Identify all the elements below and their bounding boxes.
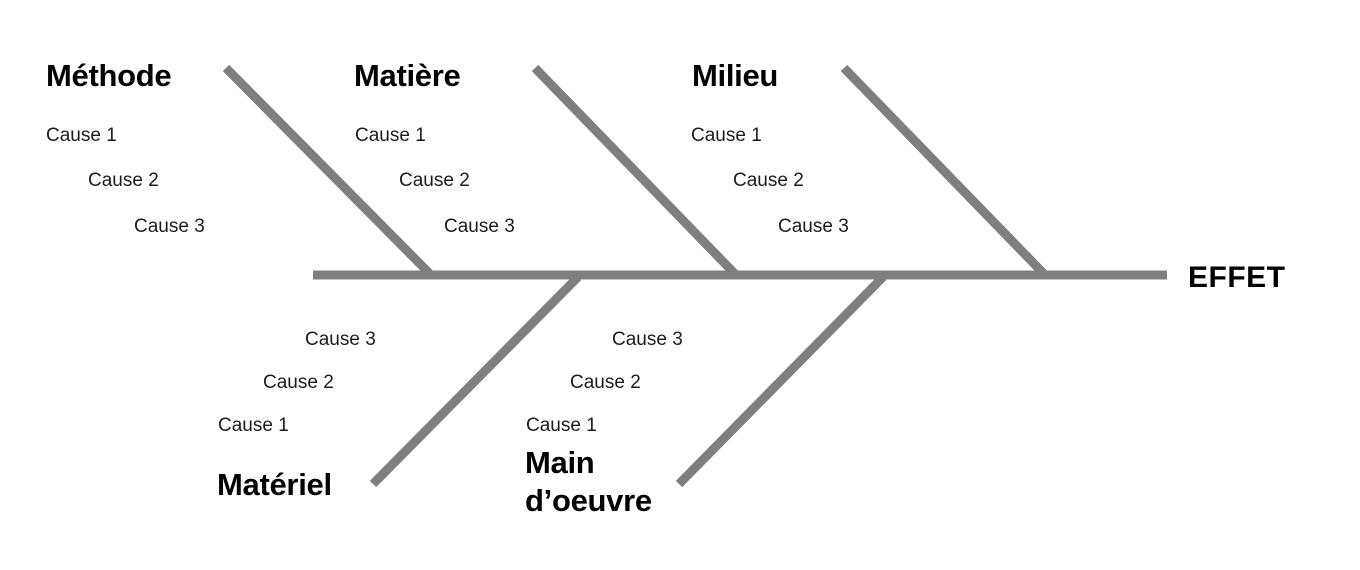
cause-label-milieu-2: Cause 2 (733, 170, 804, 191)
branch-line-materiel (369, 273, 582, 488)
cause-label-methode-3: Cause 3 (134, 216, 205, 237)
cause-label-materiel-2: Cause 2 (263, 372, 334, 393)
cause-label-methode-2: Cause 2 (88, 170, 159, 191)
cause-label-matiere-2: Cause 2 (399, 170, 470, 191)
cause-label-main-doeuvre-3: Cause 1 (526, 415, 597, 436)
cause-label-methode-1: Cause 1 (46, 125, 117, 146)
category-title-materiel: Matériel (217, 467, 332, 502)
cause-label-materiel-3: Cause 1 (218, 415, 289, 436)
cause-label-milieu-1: Cause 1 (691, 125, 762, 146)
branch-line-methode (222, 64, 436, 280)
category-title-methode: Méthode (46, 58, 172, 93)
cause-label-materiel-1: Cause 3 (305, 329, 376, 350)
effect-label: EFFET (1188, 261, 1286, 294)
cause-label-matiere-3: Cause 3 (444, 216, 515, 237)
category-title-milieu: Milieu (692, 58, 779, 93)
branch-line-main-doeuvre (675, 273, 887, 488)
cause-label-main-doeuvre-1: Cause 3 (612, 329, 683, 350)
cause-label-matiere-1: Cause 1 (355, 125, 426, 146)
cause-label-main-doeuvre-2: Cause 2 (570, 372, 641, 393)
category-title-matiere: Matière (354, 58, 461, 93)
branch-line-matiere (531, 64, 741, 280)
category-title-main-doeuvre: Main d’oeuvre (525, 445, 652, 518)
cause-label-milieu-3: Cause 3 (778, 216, 849, 237)
branch-line-milieu (840, 64, 1050, 280)
